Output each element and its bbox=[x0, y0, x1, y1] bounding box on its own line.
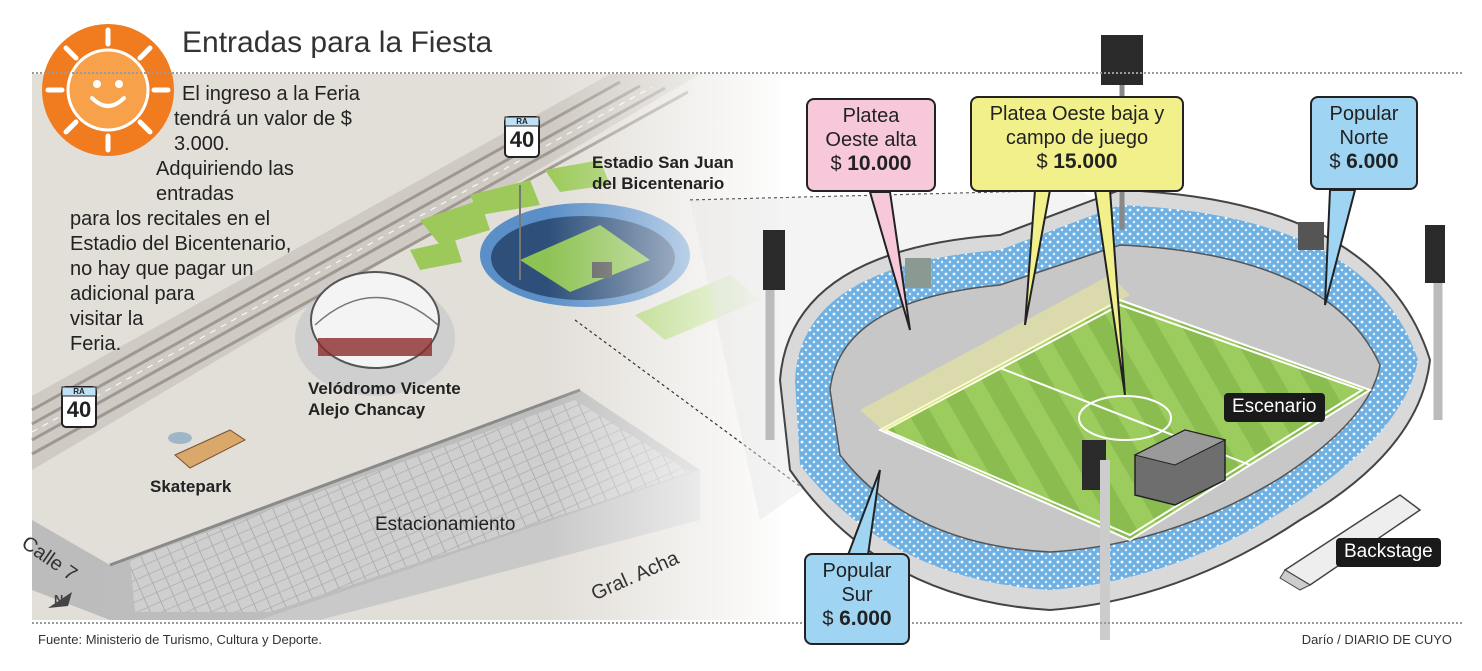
callout-line: Popular bbox=[1329, 103, 1399, 125]
footer-source: Fuente: Ministerio de Turismo, Cultura y… bbox=[38, 632, 322, 647]
callout-pointers bbox=[846, 189, 1357, 556]
price-value: 6.000 bbox=[1346, 150, 1399, 173]
north-label: N bbox=[54, 592, 64, 607]
callout-price-row: $ 15.000 bbox=[980, 150, 1174, 174]
route-badge-top-label: RA 40 bbox=[505, 117, 539, 154]
currency-sign: $ bbox=[1329, 151, 1341, 173]
route-badge-prefix: RA bbox=[516, 117, 528, 126]
intro-line: no hay que pagar un bbox=[70, 258, 254, 280]
intro-text: El ingreso a la Feria tendrá un valor de… bbox=[70, 82, 370, 357]
velodrome-map-label: Velódromo Vicente Alejo Chancay bbox=[308, 378, 461, 420]
intro-line: Feria. bbox=[70, 333, 122, 355]
page-title: Entradas para la Fiesta bbox=[182, 26, 493, 59]
price-value: 6.000 bbox=[839, 607, 892, 630]
currency-sign: $ bbox=[830, 153, 842, 175]
intro-line: para los recitales en el bbox=[70, 208, 271, 230]
footer-divider bbox=[32, 622, 1462, 624]
intro-line: visitar la bbox=[70, 308, 144, 330]
intro-line: adicional para bbox=[70, 283, 195, 305]
callout-price-row: $ 10.000 bbox=[816, 152, 926, 176]
callout-line: Platea Oeste baja y bbox=[989, 103, 1165, 125]
intro-line: El ingreso a la Feria bbox=[182, 83, 360, 105]
callout-price-row: $ 6.000 bbox=[814, 607, 900, 631]
callout-platea-oeste-baja: Platea Oeste baja y campo de juego $ 15.… bbox=[970, 96, 1184, 192]
route-badge-number: 40 bbox=[66, 397, 92, 422]
title-divider bbox=[32, 72, 1462, 74]
footer-credit: Darío / DIARIO DE CUYO bbox=[1301, 632, 1452, 647]
callout-line: campo de juego bbox=[1005, 127, 1149, 149]
callout-line: Popular bbox=[822, 560, 892, 582]
route-badge-bottom-label: RA 40 bbox=[62, 387, 96, 424]
backstage-tag: Backstage bbox=[1336, 538, 1441, 567]
intro-line: Estadio del Bicentenario, bbox=[70, 233, 292, 255]
stadium-map-label: Estadio San Juan del Bicentenario bbox=[592, 152, 734, 194]
callout-popular-norte: Popular Norte $ 6.000 bbox=[1310, 96, 1418, 190]
velodrome-label-line: Alejo Chancay bbox=[308, 400, 426, 419]
stadium-3d bbox=[763, 35, 1445, 640]
callout-price-row: $ 6.000 bbox=[1320, 150, 1408, 174]
velodrome-label-line: Velódromo Vicente bbox=[308, 379, 461, 398]
aerial-map bbox=[0, 74, 782, 634]
sun-logo-icon bbox=[42, 24, 174, 156]
stage-tag: Escenario bbox=[1224, 393, 1325, 422]
stadium-label-line: Estadio San Juan bbox=[592, 153, 734, 172]
intro-line: tendrá un valor de $ 3.000. bbox=[174, 108, 352, 155]
light-towers bbox=[763, 35, 1445, 640]
stage-structure bbox=[1133, 429, 1227, 506]
callout-line: Oeste alta bbox=[825, 129, 917, 151]
callout-line: Platea bbox=[842, 105, 900, 127]
price-value: 10.000 bbox=[847, 152, 912, 175]
route-badge-number: 40 bbox=[509, 127, 535, 152]
callout-platea-oeste-alta: Platea Oeste alta $ 10.000 bbox=[806, 98, 936, 192]
intro-line: Adquiriendo las entradas bbox=[156, 158, 294, 205]
skatepark-map-label: Skatepark bbox=[150, 477, 232, 496]
north-arrow-icon bbox=[48, 592, 72, 608]
route-40-badge-top bbox=[504, 116, 540, 158]
callout-line: Sur bbox=[841, 584, 873, 606]
route-badge-prefix: RA bbox=[73, 387, 85, 396]
parking-map-label: Estacionamiento bbox=[375, 514, 516, 535]
callout-popular-sur: Popular Sur $ 6.000 bbox=[804, 553, 910, 645]
currency-sign: $ bbox=[1036, 151, 1048, 173]
callout-line: Norte bbox=[1339, 127, 1389, 149]
price-value: 15.000 bbox=[1053, 150, 1118, 173]
route-40-badge-bottom bbox=[61, 386, 97, 428]
currency-sign: $ bbox=[822, 608, 834, 630]
stadium-label-line: del Bicentenario bbox=[592, 174, 725, 193]
